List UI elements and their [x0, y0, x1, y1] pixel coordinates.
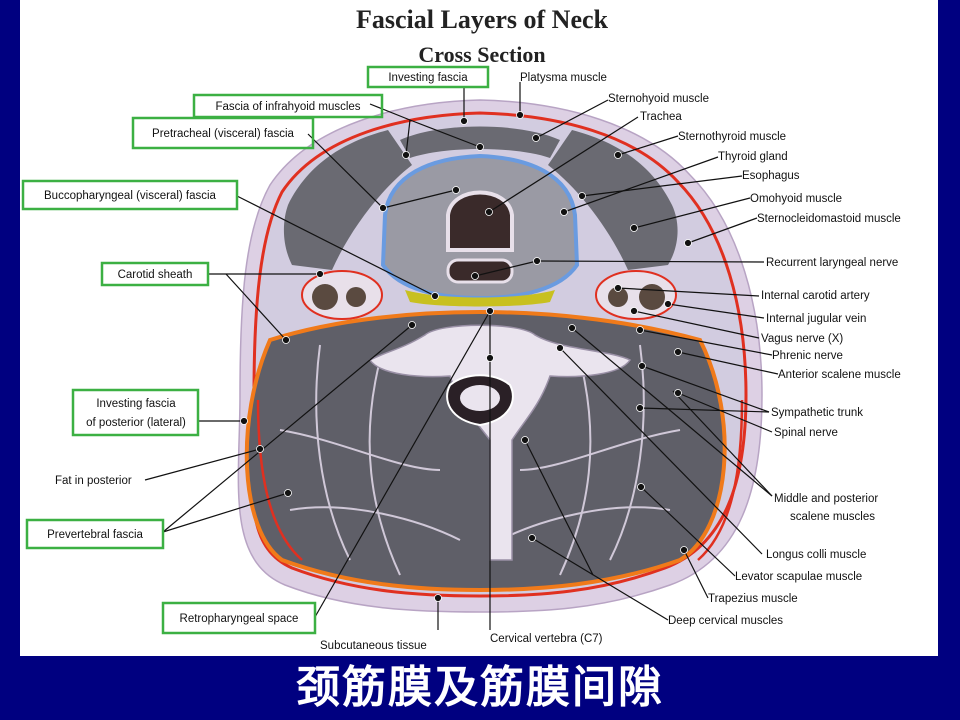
label-recurrent-laryngeal: Recurrent laryngeal nerve [766, 257, 898, 269]
esophagus-shape [446, 258, 514, 284]
label-platysma: Platysma muscle [520, 72, 607, 84]
label-subcutaneous: Subcutaneous tissue [320, 640, 427, 652]
right-internal-jugular-vein [639, 284, 665, 310]
marker-dots [240, 111, 692, 602]
boxed-labels: Investing fascia Fascia of infrahyoid mu… [21, 65, 490, 635]
leader-lines [144, 82, 779, 630]
neck-illustration [237, 99, 763, 613]
neck-cross-section-diagram: Fascial Layers of Neck Cross Section [21, 5, 901, 652]
label-internal-carotid-artery: Internal carotid artery [761, 290, 870, 302]
label-fat-posterior: Fat in posterior [55, 475, 132, 487]
label-buccopharyngeal-fascia: Buccopharyngeal (visceral) fascia [44, 190, 217, 202]
label-prevertebral-fascia: Prevertebral fascia [47, 529, 143, 541]
label-spinal-nerve: Spinal nerve [774, 427, 838, 439]
box-investing-fascia [366, 65, 490, 89]
label-internal-jugular-vein: Internal jugular vein [766, 313, 866, 325]
label-thyroid: Thyroid gland [718, 151, 788, 163]
prevertebral-fascia [244, 309, 727, 593]
label-infrahyoid-fascia: Fascia of infrahyoid muscles [215, 101, 360, 113]
right-sternocleidomastoid [548, 130, 678, 270]
label-middle-scalene-2: scalene muscles [790, 511, 875, 523]
box-investing-posterior [71, 388, 200, 437]
label-omohyoid: Omohyoid muscle [750, 193, 842, 205]
diagram-title: Fascial Layers of Neck [356, 5, 609, 34]
label-esophagus: Esophagus [742, 170, 800, 182]
plain-labels: Fat in posterior Subcutaneous tissue Cer… [55, 72, 901, 652]
right-internal-carotid-artery [608, 287, 628, 307]
label-sternohyoid: Sternohyoid muscle [608, 93, 709, 105]
label-vagus-nerve: Vagus nerve (X) [761, 333, 843, 345]
footer-caption: 颈筋膜及筋膜间隙 [296, 662, 664, 713]
spinal-cord [460, 385, 500, 411]
cervical-vertebra-shape [368, 324, 632, 561]
label-trapezius: Trapezius muscle [708, 593, 798, 605]
label-middle-scalene-1: Middle and posterior [774, 493, 878, 505]
label-phrenic-nerve: Phrenic nerve [772, 350, 843, 362]
label-pretracheal-fascia: Pretracheal (visceral) fascia [152, 128, 294, 140]
label-deep-cervical: Deep cervical muscles [668, 615, 783, 627]
left-sternocleidomastoid [283, 130, 412, 270]
label-trachea: Trachea [640, 111, 682, 123]
label-longus-colli: Longus colli muscle [766, 549, 866, 561]
label-sternocleidomastoid: Sternocleidomastoid muscle [757, 213, 901, 225]
left-internal-carotid-artery [346, 287, 366, 307]
box-retropharyngeal-space [161, 601, 317, 635]
label-carotid-sheath: Carotid sheath [118, 269, 193, 281]
label-investing-posterior-1: Investing fascia [96, 398, 176, 410]
buccopharyngeal-fascia [405, 290, 555, 307]
diagram-subtitle: Cross Section [418, 42, 545, 67]
diagram-panel: Fascial Layers of Neck Cross Section [20, 0, 938, 656]
label-investing-fascia: Investing fascia [388, 72, 468, 84]
label-anterior-scalene: Anterior scalene muscle [778, 369, 901, 381]
label-sternothyroid: Sternothyroid muscle [678, 131, 786, 143]
label-cervical-vertebra: Cervical vertebra (C7) [490, 633, 603, 645]
label-investing-posterior-2: of posterior (lateral) [86, 417, 186, 429]
box-prevertebral-fascia [25, 518, 165, 550]
box-buccopharyngeal-fascia [21, 179, 239, 211]
label-levator-scapulae: Levator scapulae muscle [735, 571, 862, 583]
box-pretracheal-fascia [131, 116, 315, 150]
trachea-lumen [446, 190, 514, 252]
label-sympathetic-trunk: Sympathetic trunk [771, 407, 863, 419]
box-carotid-sheath [100, 261, 210, 287]
left-internal-jugular-vein [312, 284, 338, 310]
label-retropharyngeal-space: Retropharyngeal space [180, 613, 299, 625]
infrahyoid-strap-muscles [400, 126, 560, 158]
